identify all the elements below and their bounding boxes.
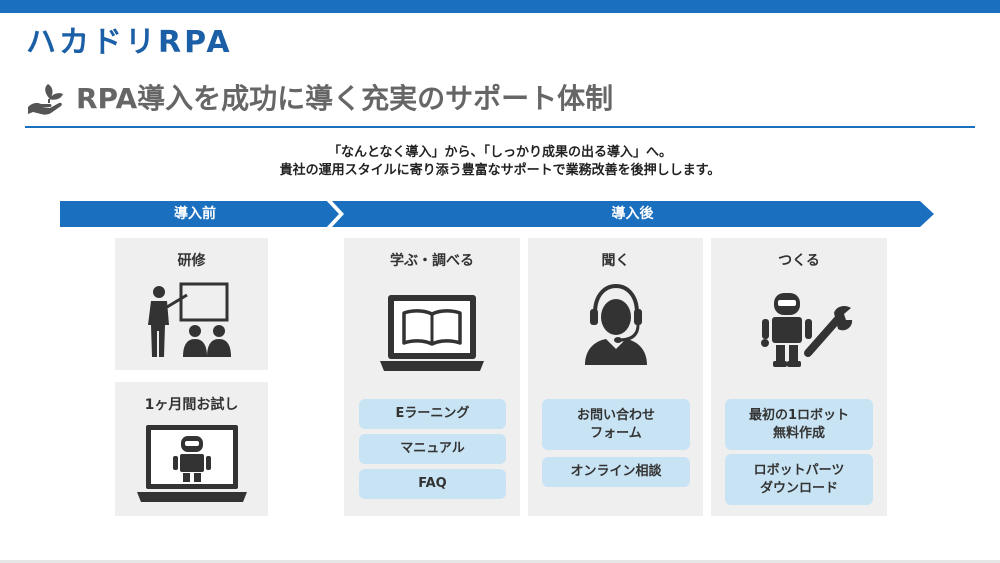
headset-operator-icon (585, 283, 647, 365)
card-learn: 学ぶ・調べる Eラーニング マニュアル FAQ (344, 238, 520, 516)
slide-title: RPA導入を成功に導く充実のサポート体制 (76, 82, 614, 115)
free-first-robot-item[interactable]: 最初の1ロボット 無料作成 (725, 399, 873, 450)
brand-logo: ハカドリRPA (26, 25, 233, 60)
top-accent-bar (0, 0, 1000, 13)
elearning-item[interactable]: Eラーニング (359, 399, 506, 429)
card-make-title: つくる (778, 253, 820, 269)
laptop-book-icon (380, 295, 484, 371)
phase-after-label: 導入後 (611, 206, 654, 222)
faq-item[interactable]: FAQ (359, 469, 506, 499)
laptop-robot-icon (137, 425, 247, 502)
card-ask: 聞く お問い合わせ フォーム オンライン相談 (528, 238, 703, 516)
phase-arrow-band (60, 198, 934, 230)
lead-text-line-1: 「なんとなく導入」から、「しっかり成果の出る導入」へ。 (327, 145, 673, 160)
online-consultation-item[interactable]: オンライン相談 (542, 457, 690, 487)
phase-after-arrow (332, 201, 934, 227)
robot-wrench-icon (761, 293, 853, 367)
phase-before-arrow (60, 201, 340, 227)
card-training-title: 研修 (177, 253, 206, 269)
card-trial-title: 1ヶ月間お試し (144, 397, 239, 413)
card-learn-title: 学ぶ・調べる (390, 253, 474, 269)
contact-form-item[interactable]: お問い合わせ フォーム (542, 399, 690, 450)
phase-before-label: 導入前 (174, 206, 216, 222)
title-underline (25, 126, 975, 128)
card-trial: 1ヶ月間お試し (115, 382, 268, 516)
card-make: つくる 最初の1ロボット 無料作成 ロボットパーツ ダウンロード (711, 238, 887, 516)
card-ask-title: 聞く (601, 253, 630, 269)
lead-text-line-2: 貴社の運用スタイルに寄り添う豊富なサポートで業務改善を後押しします。 (279, 163, 721, 178)
phase-separator-chevron (325, 198, 344, 230)
manual-item[interactable]: マニュアル (359, 434, 506, 464)
training-presenter-icon (148, 282, 231, 357)
card-training: 研修 (115, 238, 268, 370)
bottom-border (0, 560, 1000, 563)
hand-sprout-icon (28, 84, 63, 115)
robot-parts-download-item[interactable]: ロボットパーツ ダウンロード (725, 454, 873, 505)
slide-title-row: RPA導入を成功に導く充実のサポート体制 (26, 78, 613, 120)
